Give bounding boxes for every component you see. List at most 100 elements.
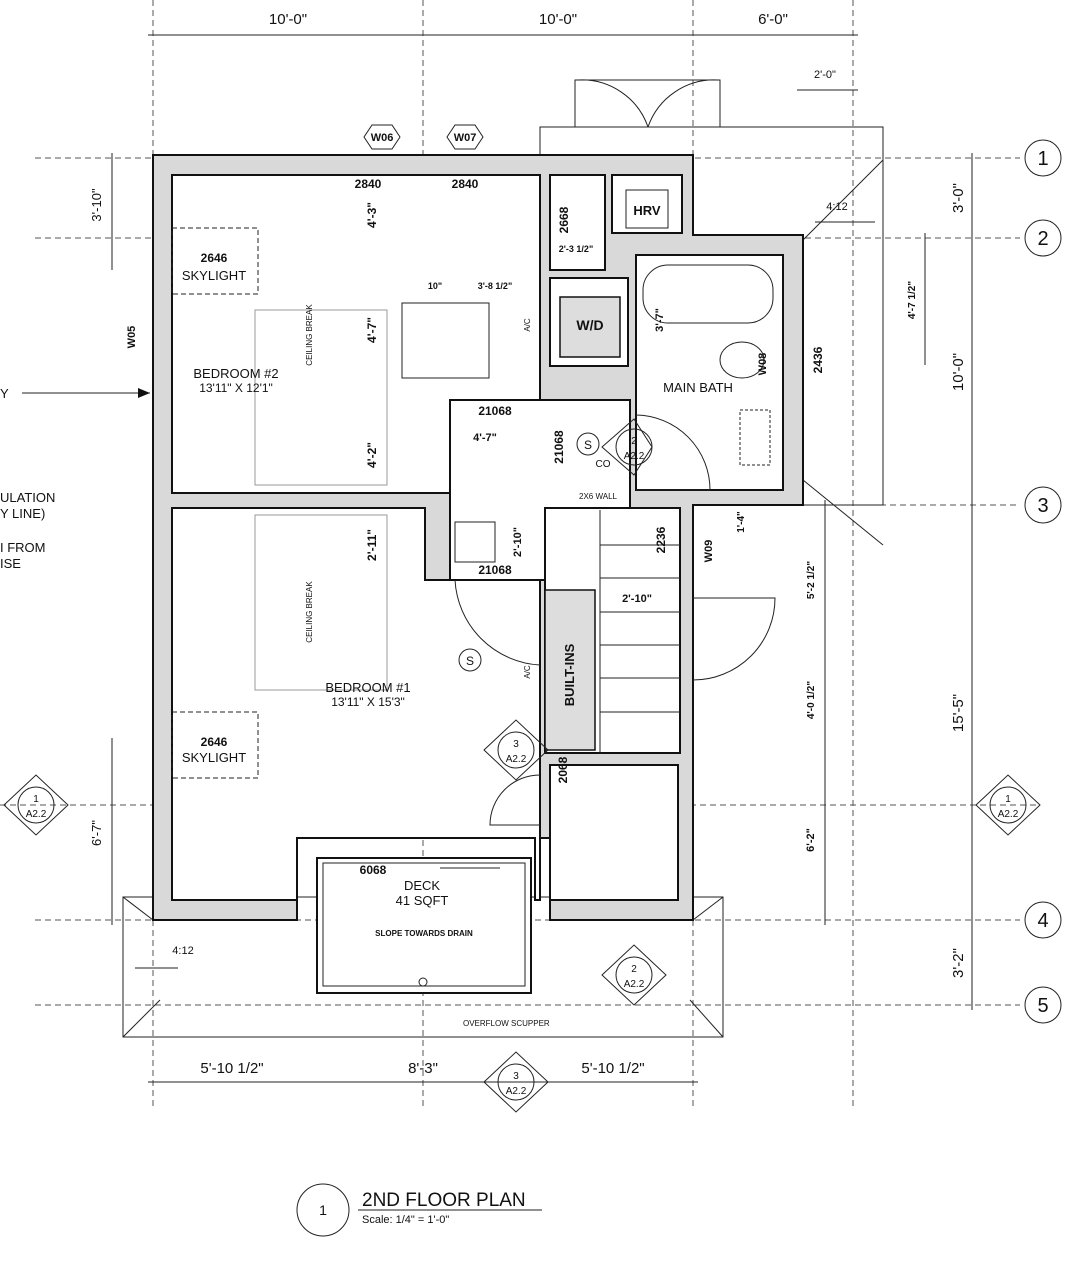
section-marker xyxy=(497,1063,535,1101)
dimension-right: 10'-0" xyxy=(950,353,967,391)
dimension-bottom: 8'-3" xyxy=(408,1060,438,1077)
section-marker-number: 3 xyxy=(513,1071,519,1082)
room-name-hrv: HRV xyxy=(633,203,661,218)
dimension-left: 6'-7" xyxy=(89,820,104,846)
section-marker-arrow xyxy=(483,1051,549,1113)
opening-code: 2646 xyxy=(201,735,228,749)
section-marker xyxy=(989,786,1027,824)
grid-bubble-label: 5 xyxy=(1037,995,1048,1017)
section-marker xyxy=(615,956,653,994)
title-name: 2ND FLOOR PLAN xyxy=(362,1190,526,1211)
grid-bubble xyxy=(1024,486,1062,524)
grid-bubble xyxy=(1024,986,1062,1024)
smoke-detector-icon xyxy=(458,648,482,672)
room-name-bedroom-1: BEDROOM #1 xyxy=(325,680,410,695)
dimension-interior: 3'-8 1/2" xyxy=(478,281,512,291)
section-marker-number: 1 xyxy=(1005,794,1011,805)
opening-code: 21068 xyxy=(478,563,512,577)
section-marker-sheet: A2.2 xyxy=(998,809,1019,820)
section-marker-sheet: A2.2 xyxy=(506,754,527,765)
section-marker xyxy=(615,428,653,466)
slope-note: SLOPE TOWARDS DRAIN xyxy=(375,929,473,938)
section-marker-arrow xyxy=(601,944,667,1006)
dimension-interior: 6'-2" xyxy=(805,828,817,852)
window-tag: W07 xyxy=(454,132,477,144)
co-detector-label: CO xyxy=(596,459,611,470)
ceiling-break-label: CEILING BREAK xyxy=(305,304,314,366)
grid-bubble-label: 3 xyxy=(1037,495,1048,517)
grid-bubble-label: 2 xyxy=(1037,228,1048,250)
dimension-right: 3'-2" xyxy=(950,948,967,978)
opening-code: 21068 xyxy=(552,430,566,464)
room-size-deck: 41 SQFT xyxy=(396,893,449,908)
ac-label: A/C xyxy=(523,665,532,679)
section-marker xyxy=(17,786,55,824)
window-tag-hex xyxy=(363,124,401,150)
section-marker-sheet: A2.2 xyxy=(624,979,645,990)
room-name-deck: DECK xyxy=(404,878,440,893)
window-tag: W06 xyxy=(371,132,394,144)
dimension-interior: 2'-10" xyxy=(512,527,524,557)
skylight-label: SKYLIGHT xyxy=(182,268,246,283)
room-size-bedroom-2: 13'11" X 12'1" xyxy=(199,381,273,395)
opening-code: 2436 xyxy=(811,346,825,373)
section-marker-number: 3 xyxy=(513,739,519,750)
grid-bubble-label: 4 xyxy=(1037,910,1048,932)
section-marker-number: 2 xyxy=(631,436,637,447)
dimension-top: 6'-0" xyxy=(758,11,788,28)
dimension-right: 15'-5" xyxy=(950,694,967,732)
section-marker-arrow xyxy=(3,774,69,836)
ac-label: A/C xyxy=(523,318,532,332)
cutoff-note: ULATION xyxy=(0,490,55,505)
dimension-right: 3'-0" xyxy=(950,183,967,213)
section-marker-arrow xyxy=(975,774,1041,836)
dimension-interior: 4'-7" xyxy=(365,317,379,343)
dimension-top: 10'-0" xyxy=(539,11,577,28)
dimension-interior: 4'-7 1/2" xyxy=(907,281,918,320)
dimension-top: 10'-0" xyxy=(269,11,307,28)
title-scale: Scale: 1/4" = 1'-0" xyxy=(362,1214,449,1226)
room-size-bedroom-1: 13'11" X 15'3" xyxy=(331,695,405,709)
room-name-bedroom-2: BEDROOM #2 xyxy=(193,366,278,381)
cutoff-note: I FROM xyxy=(0,540,46,555)
dimension-interior: 2'-11" xyxy=(365,529,379,561)
skylight-label: SKYLIGHT xyxy=(182,750,246,765)
opening-code: 2840 xyxy=(452,177,479,191)
section-marker-number: 2 xyxy=(631,964,637,975)
dimension-interior: 10" xyxy=(428,281,442,291)
grid-bubble-label: 1 xyxy=(1037,148,1048,170)
exterior-walls xyxy=(22,154,875,994)
section-marker-sheet: A2.2 xyxy=(624,451,645,462)
roof-pitch-label: 4:12 xyxy=(826,201,847,213)
opening-code: 6068 xyxy=(360,863,387,877)
roof-pitch-label: 4:12 xyxy=(172,945,193,957)
cutoff-note: Y LINE) xyxy=(0,506,45,521)
section-marker-arrow xyxy=(483,719,549,781)
grid-bubble xyxy=(1024,139,1062,177)
opening-code: 2668 xyxy=(557,206,571,233)
smoke-detector-icon xyxy=(576,432,600,456)
dimension-interior: 2'-3 1/2" xyxy=(559,244,593,254)
window-tag-hex xyxy=(446,124,484,150)
dimension-interior: 4'-0 1/2" xyxy=(806,681,817,720)
dimension-lines xyxy=(111,34,973,1083)
dimension-interior: 4'-7" xyxy=(473,432,497,444)
dimension-interior: 3'-7" xyxy=(654,308,666,332)
dimension-interior: 2'-10" xyxy=(622,593,652,605)
dimension-bottom: 5'-10 1/2" xyxy=(581,1060,644,1077)
opening-code: 2646 xyxy=(201,251,228,265)
opening-code: 2068 xyxy=(556,756,570,783)
grid-bubble xyxy=(1024,219,1062,257)
dimension-top: 2'-0" xyxy=(814,69,836,81)
window-tag: W08 xyxy=(757,353,769,376)
room-name-wd: W/D xyxy=(576,317,603,333)
room-name-main-bath: MAIN BATH xyxy=(663,380,733,395)
cutoff-note: Y xyxy=(0,386,9,401)
smoke-detector-label: S xyxy=(466,654,474,668)
dimension-interior: 1'-4" xyxy=(736,511,747,533)
dimension-interior: 5'-2 1/2" xyxy=(806,561,817,600)
wall-2x6-label: 2X6 WALL xyxy=(579,492,617,501)
cutoff-note: ISE xyxy=(0,556,21,571)
overflow-scupper-note: OVERFLOW SCUPPER xyxy=(463,1019,550,1028)
